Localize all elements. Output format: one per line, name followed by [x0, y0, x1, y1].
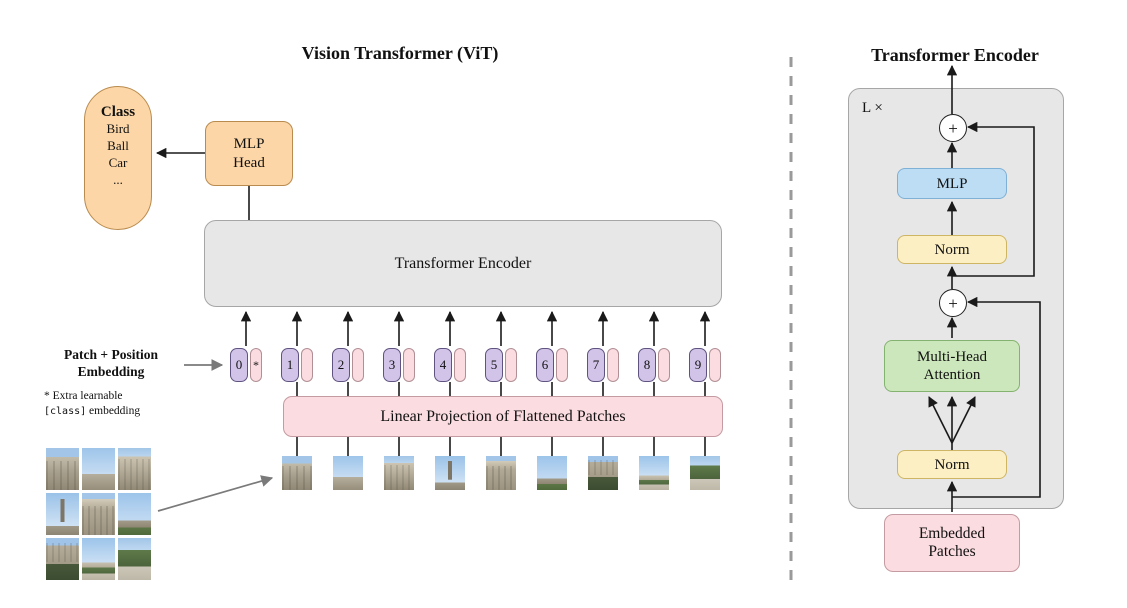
norm-block-top: Norm: [897, 235, 1007, 264]
patch-embedding-4: [454, 348, 466, 382]
position-embedding-8: 8: [638, 348, 656, 382]
grid-patch: [46, 448, 79, 490]
position-embedding-5: 5: [485, 348, 503, 382]
image-patch-8: [639, 456, 669, 490]
image-patch-4: [435, 456, 465, 490]
class-output-bubble: Class Bird Ball Car ...: [84, 86, 152, 230]
class-embedding-footnote: * Extra learnable [class] embedding: [44, 389, 204, 419]
grid-patch: [118, 538, 151, 580]
position-embedding-6: 6: [536, 348, 554, 382]
transformer-encoder-box: Transformer Encoder: [204, 220, 722, 307]
mlp-head-label-line1: MLP: [233, 135, 265, 152]
left-gray-arrows: [157, 359, 274, 512]
class-token-code: [class]: [44, 405, 87, 417]
grid-patch: [82, 448, 115, 490]
mlp-block: MLP: [897, 168, 1007, 199]
class-item: Bird: [106, 121, 130, 136]
grid-patch: [118, 493, 151, 535]
left-diagram-title: Vision Transformer (ViT): [301, 43, 499, 63]
token-7: 7: [587, 348, 619, 382]
residual-add-node-top: +: [939, 114, 967, 142]
position-embedding-9: 9: [689, 348, 707, 382]
position-embedding-7: 7: [587, 348, 605, 382]
grid-patch: [46, 538, 79, 580]
mlp-head-label-line2: Head: [233, 154, 265, 171]
patch-embedding-1: [301, 348, 313, 382]
image-patch-2: [333, 456, 363, 490]
position-embedding-3: 3: [383, 348, 401, 382]
left-wires: [155, 147, 711, 457]
grid-patch: [82, 538, 115, 580]
patch-embedding-3: [403, 348, 415, 382]
embedded-patches-line2: Patches: [928, 543, 976, 560]
grid-patch: [46, 493, 79, 535]
multi-head-attention-block: Multi-Head Attention: [884, 340, 1020, 392]
token-8: 8: [638, 348, 670, 382]
patch-position-label-line2: Embedding: [77, 363, 145, 379]
patch-embedding-6: [556, 348, 568, 382]
right-wires: [928, 64, 1041, 512]
class-token-embedding: *: [250, 348, 262, 382]
grid-patch: [118, 448, 151, 490]
image-patch-3: [384, 456, 414, 490]
layer-count-label: L ×: [862, 100, 883, 116]
mlp-head-box: MLP Head: [205, 121, 293, 186]
linear-projection-box: Linear Projection of Flattened Patches: [283, 396, 723, 437]
image-patch-7: [588, 456, 618, 490]
mlp-block-label: MLP: [936, 175, 968, 192]
patch-embedding-2: [352, 348, 364, 382]
footnote-line2: [class] embedding: [44, 404, 204, 419]
class-item: Ball: [107, 137, 129, 153]
embedded-patches-box: Embedded Patches: [884, 514, 1020, 572]
right-diagram-title: Transformer Encoder: [871, 45, 1039, 65]
position-embedding-1: 1: [281, 348, 299, 382]
position-embedding-4: 4: [434, 348, 452, 382]
token-3: 3: [383, 348, 415, 382]
norm-bottom-label: Norm: [934, 456, 970, 473]
attention-label-line2: Attention: [923, 367, 981, 383]
token-2: 2: [332, 348, 364, 382]
embedded-patches-line1: Embedded: [918, 525, 986, 542]
patch-position-label-line1: Patch + Position: [64, 347, 158, 362]
token-4: 4: [434, 348, 466, 382]
position-embedding-2: 2: [332, 348, 350, 382]
image-patch-6: [537, 456, 567, 490]
patch-embedding-5: [505, 348, 517, 382]
patch-embedding-7: [607, 348, 619, 382]
token-1: 1: [281, 348, 313, 382]
image-patch-1: [282, 456, 312, 490]
patch-embedding-9: [709, 348, 721, 382]
token-9: 9: [689, 348, 721, 382]
grid-patch: [82, 493, 115, 535]
patch-embedding-8: [658, 348, 670, 382]
patch-position-embedding-label: Patch + Position Embedding: [40, 347, 182, 381]
class-item: ...: [113, 171, 123, 187]
position-embedding-0: 0: [230, 348, 248, 382]
source-image-patch-grid: [46, 448, 151, 580]
norm-top-label: Norm: [934, 241, 970, 258]
token-5: 5: [485, 348, 517, 382]
attention-label-line1: Multi-Head: [917, 349, 987, 365]
linear-projection-label: Linear Projection of Flattened Patches: [380, 407, 626, 425]
class-item: Car: [108, 154, 128, 170]
footnote-line2-rest: embedding: [89, 404, 141, 417]
class-label: Class: [100, 104, 136, 120]
image-patch-5: [486, 456, 516, 490]
token-0: 0 *: [230, 348, 262, 382]
transformer-encoder-label: Transformer Encoder: [394, 254, 532, 272]
residual-add-node-middle: +: [939, 289, 967, 317]
norm-block-bottom: Norm: [897, 450, 1007, 479]
footnote-line1: * Extra learnable: [44, 390, 123, 402]
token-6: 6: [536, 348, 568, 382]
image-patch-9: [690, 456, 720, 490]
